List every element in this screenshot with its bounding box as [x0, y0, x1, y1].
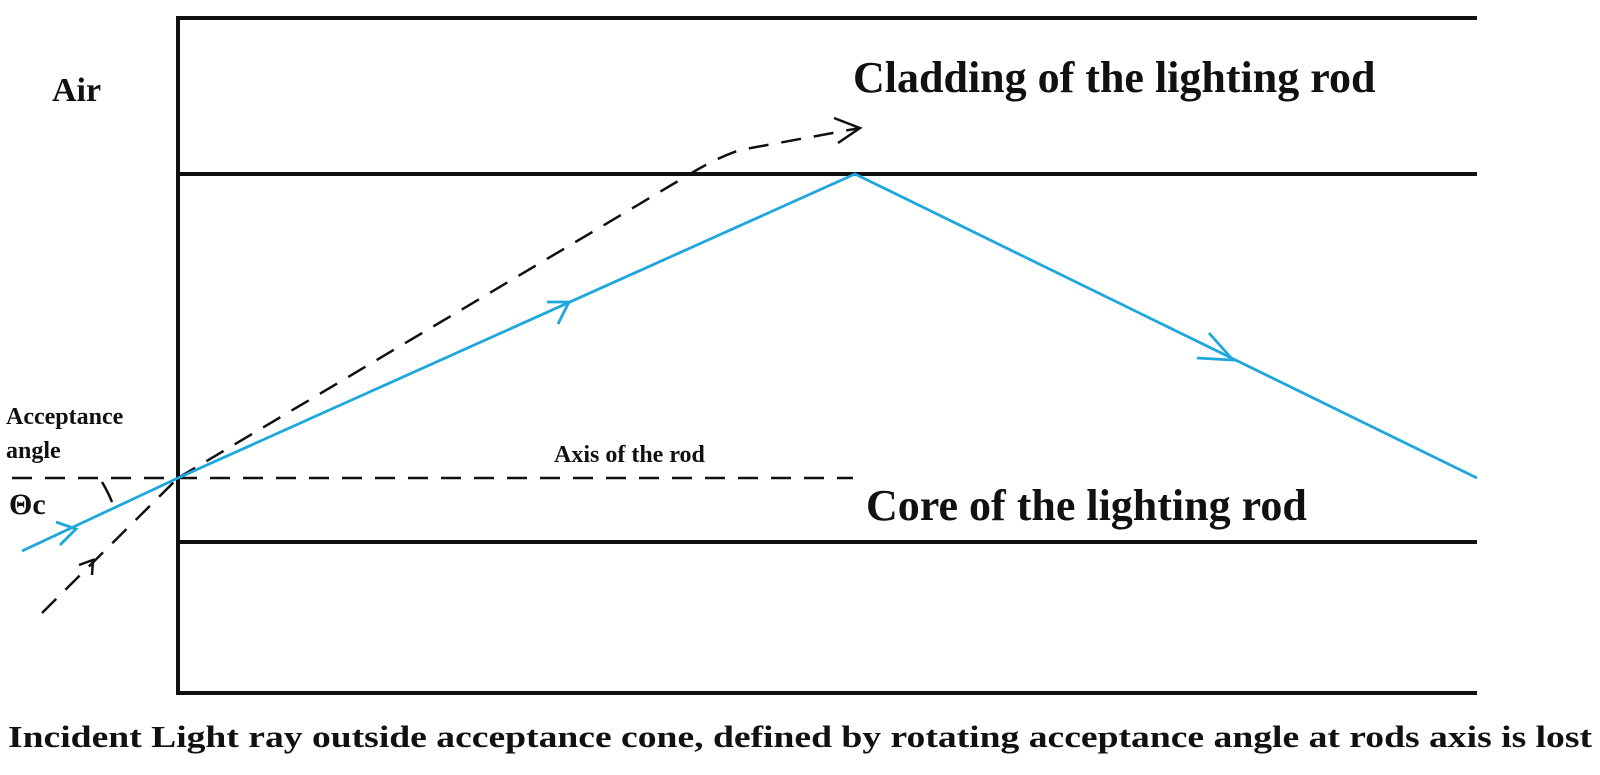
- axis-label: Axis of the rod: [554, 442, 706, 468]
- lost-ray-refracted: [177, 126, 861, 480]
- guided-ray-path: [21, 172, 1478, 553]
- guided-ray-arrow-incident: [55, 520, 79, 546]
- guided-ray-arrow-core: [547, 300, 572, 325]
- acceptance-angle-label-line2: angle: [6, 438, 61, 464]
- theta-c-label: Θc: [9, 488, 46, 521]
- core-label: Core of the lighting rod: [866, 481, 1307, 530]
- diagram-caption: Incident Light ray outside acceptance co…: [8, 719, 1593, 754]
- air-label: Air: [52, 72, 101, 109]
- lost-ray-arrow-outgoing: [833, 116, 863, 145]
- cladding-label: Cladding of the lighting rod: [853, 53, 1375, 102]
- lost-ray-arrow-incident: [78, 558, 95, 576]
- guided-ray-arrow-reflected: [1196, 332, 1237, 362]
- acceptance-angle-label-line1: Acceptance: [6, 404, 124, 430]
- acceptance-angle-arc: [100, 481, 114, 503]
